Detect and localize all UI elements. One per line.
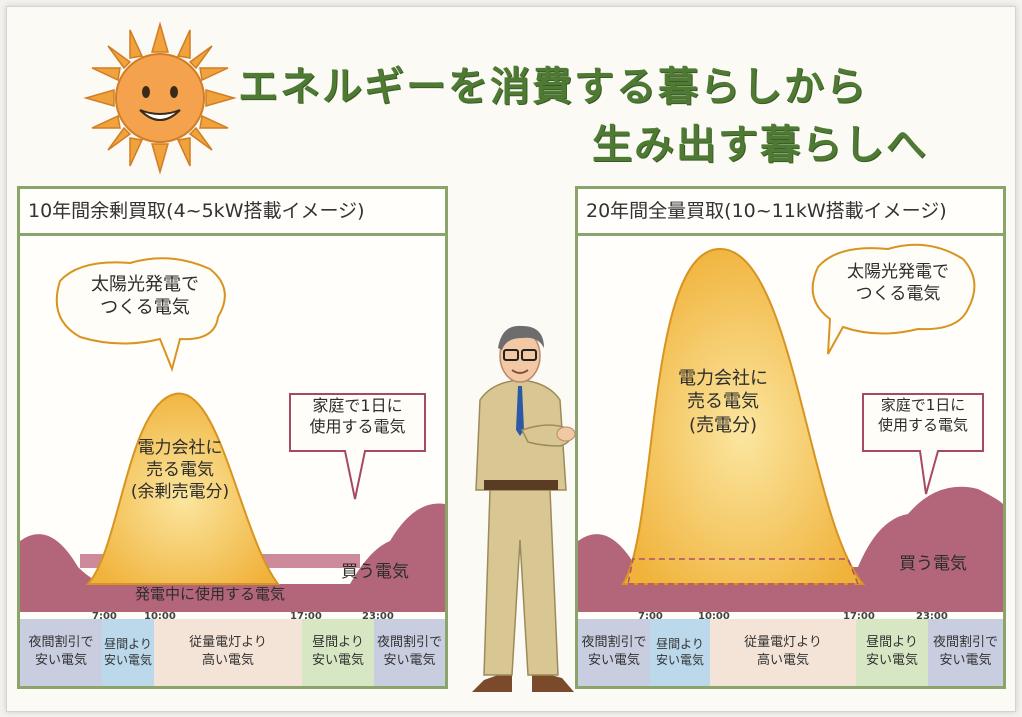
home-label: 家庭で1日に 使用する電気 xyxy=(309,396,406,436)
time-label: 10:00 xyxy=(144,611,176,622)
rate-night-early xyxy=(578,619,650,686)
home-bubble xyxy=(289,393,426,500)
rate-cell: 夜間割引で 安い電気 xyxy=(376,635,442,668)
solar-generation-area xyxy=(621,247,866,585)
rate-cell: 夜間割引で 安い電気 xyxy=(932,635,998,668)
rate-cell: 従量電灯より 高い電気 xyxy=(189,635,267,668)
solar-generation-area xyxy=(85,392,281,585)
panel-title: 20年間全量買取(10~11kW搭載イメージ) xyxy=(578,189,1003,236)
time-label: 7:00 xyxy=(638,611,663,622)
buy-label: 買う電気 xyxy=(341,562,409,582)
rate-cell: 夜間割引で 安い電気 xyxy=(581,635,647,668)
rate-evening xyxy=(302,619,374,686)
time-label: 17:00 xyxy=(290,611,322,622)
sun-icon xyxy=(83,21,237,175)
buy-label: 買う電気 xyxy=(899,554,967,574)
rate-morning xyxy=(102,619,154,686)
panel-full-purchase: 20年間全量買取(10~11kW搭載イメージ) 太陽光発電で つくる電気 家庭で… xyxy=(575,186,1006,689)
time-label: 7:00 xyxy=(92,611,117,622)
time-label: 10:00 xyxy=(698,611,730,622)
rate-cell: 夜間割引で 安い電気 xyxy=(28,635,94,668)
rate-night-late xyxy=(374,619,445,686)
man-illustration-icon xyxy=(472,325,576,692)
rate-morning xyxy=(650,619,710,686)
rate-cell: 昼間より 安い電気 xyxy=(655,636,704,667)
rate-evening xyxy=(856,619,928,686)
self-use-label: 発電中に使用する電気 xyxy=(134,585,285,603)
rate-cell: 昼間より 安い電気 xyxy=(103,636,152,667)
sell-label: 電力会社に 売る電気 (売電分) xyxy=(678,368,768,436)
rate-night-late xyxy=(928,619,1003,686)
time-label: 17:00 xyxy=(843,611,875,622)
sell-label: 電力会社に 売る電気 (余剰売電分) xyxy=(130,438,230,503)
time-label: 23:00 xyxy=(362,611,394,622)
solar-label: 太陽光発電で つくる電気 xyxy=(847,262,949,305)
solar-bubble xyxy=(55,257,226,373)
surplus-diagram xyxy=(20,257,445,686)
rate-cell: 昼間より 安い電気 xyxy=(865,635,918,668)
main-title-line1: エネルギーを消費する暮らしから xyxy=(238,64,868,110)
panel-title: 10年間余剰買取(4~5kW搭載イメージ) xyxy=(20,189,445,236)
home-label: 家庭で1日に 使用する電気 xyxy=(877,396,968,434)
rate-cell: 従量電灯より 高い電気 xyxy=(744,635,822,668)
rate-day xyxy=(710,619,856,686)
home-bubble xyxy=(862,393,984,495)
rate-night-early xyxy=(20,619,102,686)
full-purchase-diagram xyxy=(578,243,1003,686)
time-label: 23:00 xyxy=(916,611,948,622)
main-title-line2: 生み出す暮らしへ xyxy=(592,122,928,168)
solar-bubble xyxy=(811,243,976,355)
panel-surplus-purchase: 10年間余剰買取(4~5kW搭載イメージ) 太陽光発電で つくる電気 家庭で1日… xyxy=(17,186,448,689)
solar-label: 太陽光発電で つくる電気 xyxy=(91,274,199,319)
rate-day xyxy=(154,619,302,686)
rate-cell: 昼間より 安い電気 xyxy=(311,635,364,668)
